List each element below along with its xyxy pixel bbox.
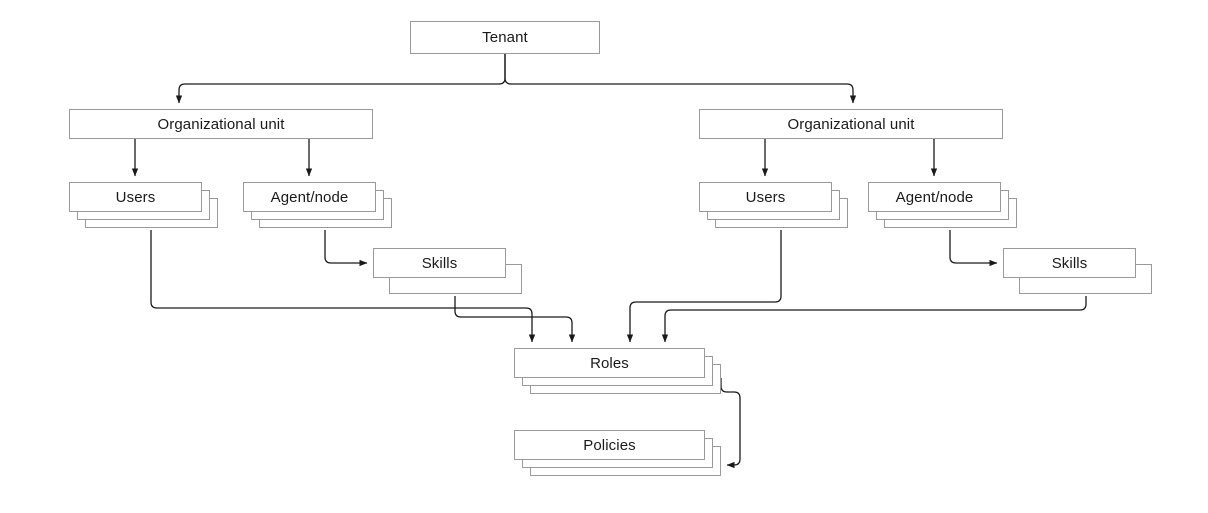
edge-skills-left-to-roles — [454, 296, 576, 343]
edge-tenant-to-ou-right — [504, 54, 857, 104]
node-organizational-unit-right-sheet: Organizational unit — [699, 109, 1003, 139]
edge-tenant-to-ou-left — [175, 54, 506, 104]
node-agent-node-left[interactable]: Agent/node — [243, 182, 392, 228]
node-skills-right-label: Skills — [1051, 254, 1088, 272]
node-tenant-label: Tenant — [482, 29, 528, 46]
node-agent-node-right-label: Agent/node — [895, 188, 974, 206]
node-skills-right[interactable]: Skills — [1003, 248, 1152, 294]
node-tenant[interactable]: Tenant — [410, 21, 600, 54]
node-users-right-label: Users — [745, 188, 786, 206]
node-roles-sheet: Roles — [514, 348, 705, 378]
node-organizational-unit-right[interactable]: Organizational unit — [699, 109, 1003, 139]
node-users-left[interactable]: Users — [69, 182, 218, 228]
node-users-right-sheet: Users — [699, 182, 832, 212]
node-policies[interactable]: Policies — [514, 430, 721, 476]
node-agent-node-left-label: Agent/node — [270, 188, 349, 206]
edge-agent-right-to-skills-right — [949, 230, 998, 267]
node-organizational-unit-left-sheet: Organizational unit — [69, 109, 373, 139]
node-roles[interactable]: Roles — [514, 348, 721, 394]
edge-agent-left-to-skills-left — [324, 230, 368, 267]
node-skills-left-sheet: Skills — [373, 248, 506, 278]
node-skills-left[interactable]: Skills — [373, 248, 522, 294]
edge-users-right-to-roles — [626, 230, 782, 343]
node-organizational-unit-right-label: Organizational unit — [787, 115, 915, 133]
edge-skills-right-to-roles — [661, 296, 1087, 343]
node-policies-sheet: Policies — [514, 430, 705, 460]
node-skills-left-label: Skills — [421, 254, 458, 272]
node-skills-right-sheet: Skills — [1003, 248, 1136, 278]
node-organizational-unit-left-label: Organizational unit — [157, 115, 285, 133]
node-users-right[interactable]: Users — [699, 182, 848, 228]
node-organizational-unit-left[interactable]: Organizational unit — [69, 109, 373, 139]
node-tenant-sheet: Tenant — [410, 21, 600, 54]
node-users-left-sheet: Users — [69, 182, 202, 212]
node-agent-node-left-sheet: Agent/node — [243, 182, 376, 212]
node-policies-label: Policies — [583, 436, 636, 454]
node-agent-node-right-sheet: Agent/node — [868, 182, 1001, 212]
node-roles-label: Roles — [590, 354, 629, 372]
node-users-left-label: Users — [115, 188, 156, 206]
edge-roles-to-policies — [720, 378, 741, 469]
node-agent-node-right[interactable]: Agent/node — [868, 182, 1017, 228]
